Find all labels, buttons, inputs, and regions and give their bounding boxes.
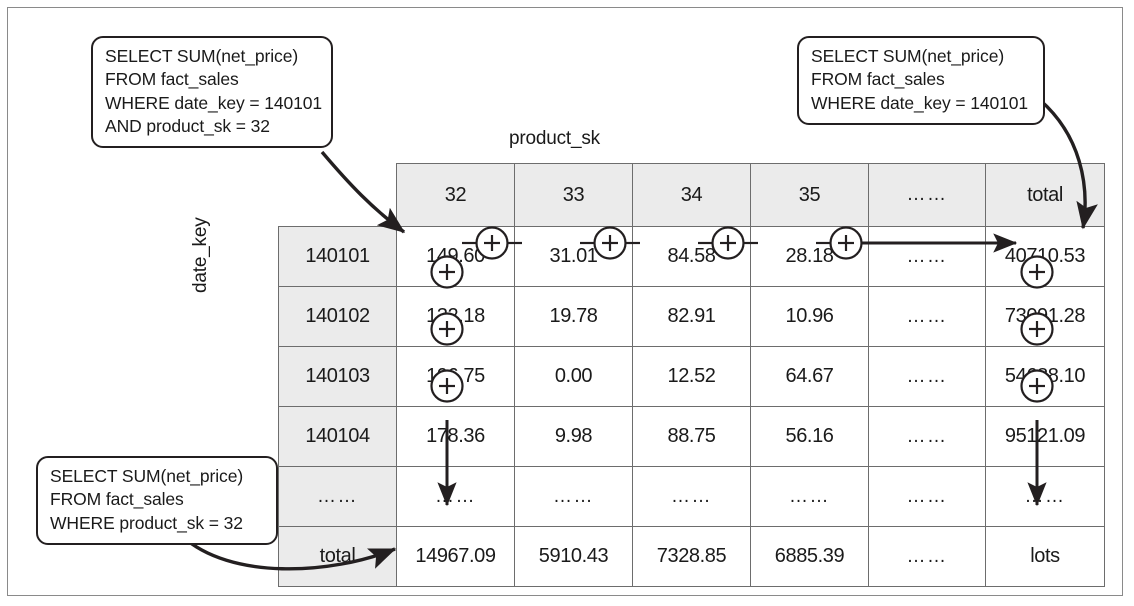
- row-header-total: total: [278, 526, 397, 587]
- cell: 82.91: [632, 286, 751, 347]
- figure-frame: product_sk date_key 32 33 34 35 …… total: [7, 7, 1123, 596]
- cell-ellipsis: ……: [396, 466, 515, 527]
- cell: 31.01: [514, 226, 633, 287]
- callout-line: AND product_sk = 32: [105, 115, 270, 136]
- cell-column-total: 5910.43: [514, 526, 633, 587]
- cell-ellipsis: ……: [868, 406, 986, 467]
- cell-row-total: 95121.09: [985, 406, 1105, 467]
- cell: 149.60: [396, 226, 515, 287]
- column-header: 33: [514, 163, 633, 227]
- cell: 88.75: [632, 406, 751, 467]
- cell-column-total: 6885.39: [750, 526, 869, 587]
- cell-ellipsis: ……: [985, 466, 1105, 527]
- sales-matrix: 32 33 34 35 …… total 140101 149.60 31.01…: [278, 163, 1105, 587]
- table-header-row: 32 33 34 35 …… total: [278, 163, 1105, 227]
- callout-line: WHERE date_key = 140101: [811, 92, 1029, 113]
- cell-ellipsis: ……: [868, 466, 986, 527]
- column-header: 32: [396, 163, 515, 227]
- column-header-total: total: [985, 163, 1105, 227]
- cell-column-total: 14967.09: [396, 526, 515, 587]
- callout-line: FROM fact_sales: [105, 69, 239, 90]
- cell: 64.67: [750, 346, 869, 407]
- pivot-table: 32 33 34 35 …… total 140101 149.60 31.01…: [278, 163, 1105, 587]
- table-row-ellipsis: …… …… …… …… …… …… ……: [278, 466, 1105, 527]
- column-header: 34: [632, 163, 751, 227]
- cell-ellipsis: ……: [868, 226, 986, 287]
- cell: 28.18: [750, 226, 869, 287]
- row-header: 140104: [278, 406, 397, 467]
- cell: 56.16: [750, 406, 869, 467]
- cell: 9.98: [514, 406, 633, 467]
- callout-line: FROM fact_sales: [50, 489, 184, 510]
- cell-grand-total: lots: [985, 526, 1105, 587]
- cell-row-total: 40710.53: [985, 226, 1105, 287]
- cell: 10.96: [750, 286, 869, 347]
- cell-column-total: 7328.85: [632, 526, 751, 587]
- table-total-row: total 14967.09 5910.43 7328.85 6885.39 ……: [278, 526, 1105, 587]
- cell: 132.18: [396, 286, 515, 347]
- cell-ellipsis: ……: [868, 346, 986, 407]
- table-row: 140103 196.75 0.00 12.52 64.67 …… 54688.…: [278, 346, 1105, 407]
- cell-ellipsis: ……: [868, 526, 986, 587]
- cell: 84.58: [632, 226, 751, 287]
- row-axis-label: date_key: [190, 217, 211, 293]
- callout-row-total-query: SELECT SUM(net_price) FROM fact_sales WH…: [797, 36, 1045, 125]
- table-row: 140104 178.36 9.98 88.75 56.16 …… 95121.…: [278, 406, 1105, 467]
- table-row: 140102 132.18 19.78 82.91 10.96 …… 73091…: [278, 286, 1105, 347]
- cell: 0.00: [514, 346, 633, 407]
- row-header-ellipsis: ……: [278, 466, 397, 527]
- cell-ellipsis: ……: [514, 466, 633, 527]
- column-header: 35: [750, 163, 869, 227]
- table-row: 140101 149.60 31.01 84.58 28.18 …… 40710…: [278, 226, 1105, 287]
- cell: 19.78: [514, 286, 633, 347]
- row-header: 140101: [278, 226, 397, 287]
- callout-line: SELECT SUM(net_price): [50, 466, 244, 486]
- cell: 196.75: [396, 346, 515, 407]
- row-header: 140103: [278, 346, 397, 407]
- row-header: 140102: [278, 286, 397, 347]
- callout-cell-query: SELECT SUM(net_price) FROM fact_sales WH…: [91, 36, 333, 149]
- callout-line: FROM fact_sales: [811, 69, 945, 90]
- cell-ellipsis: ……: [750, 466, 869, 527]
- cell-ellipsis: ……: [632, 466, 751, 527]
- table-corner-cell: [278, 163, 397, 227]
- callout-column-total-query: SELECT SUM(net_price) FROM fact_sales WH…: [36, 456, 278, 545]
- callout-line: WHERE product_sk = 32: [50, 512, 243, 533]
- callout-line: WHERE date_key = 140101: [105, 92, 323, 113]
- callout-line: SELECT SUM(net_price): [105, 46, 299, 66]
- column-header-ellipsis: ……: [868, 163, 986, 227]
- callout-line: SELECT SUM(net_price): [811, 46, 1005, 66]
- cell-row-total: 54688.10: [985, 346, 1105, 407]
- cell: 178.36: [396, 406, 515, 467]
- cell: 12.52: [632, 346, 751, 407]
- cell-row-total: 73091.28: [985, 286, 1105, 347]
- cell-ellipsis: ……: [868, 286, 986, 347]
- column-axis-label: product_sk: [509, 128, 600, 149]
